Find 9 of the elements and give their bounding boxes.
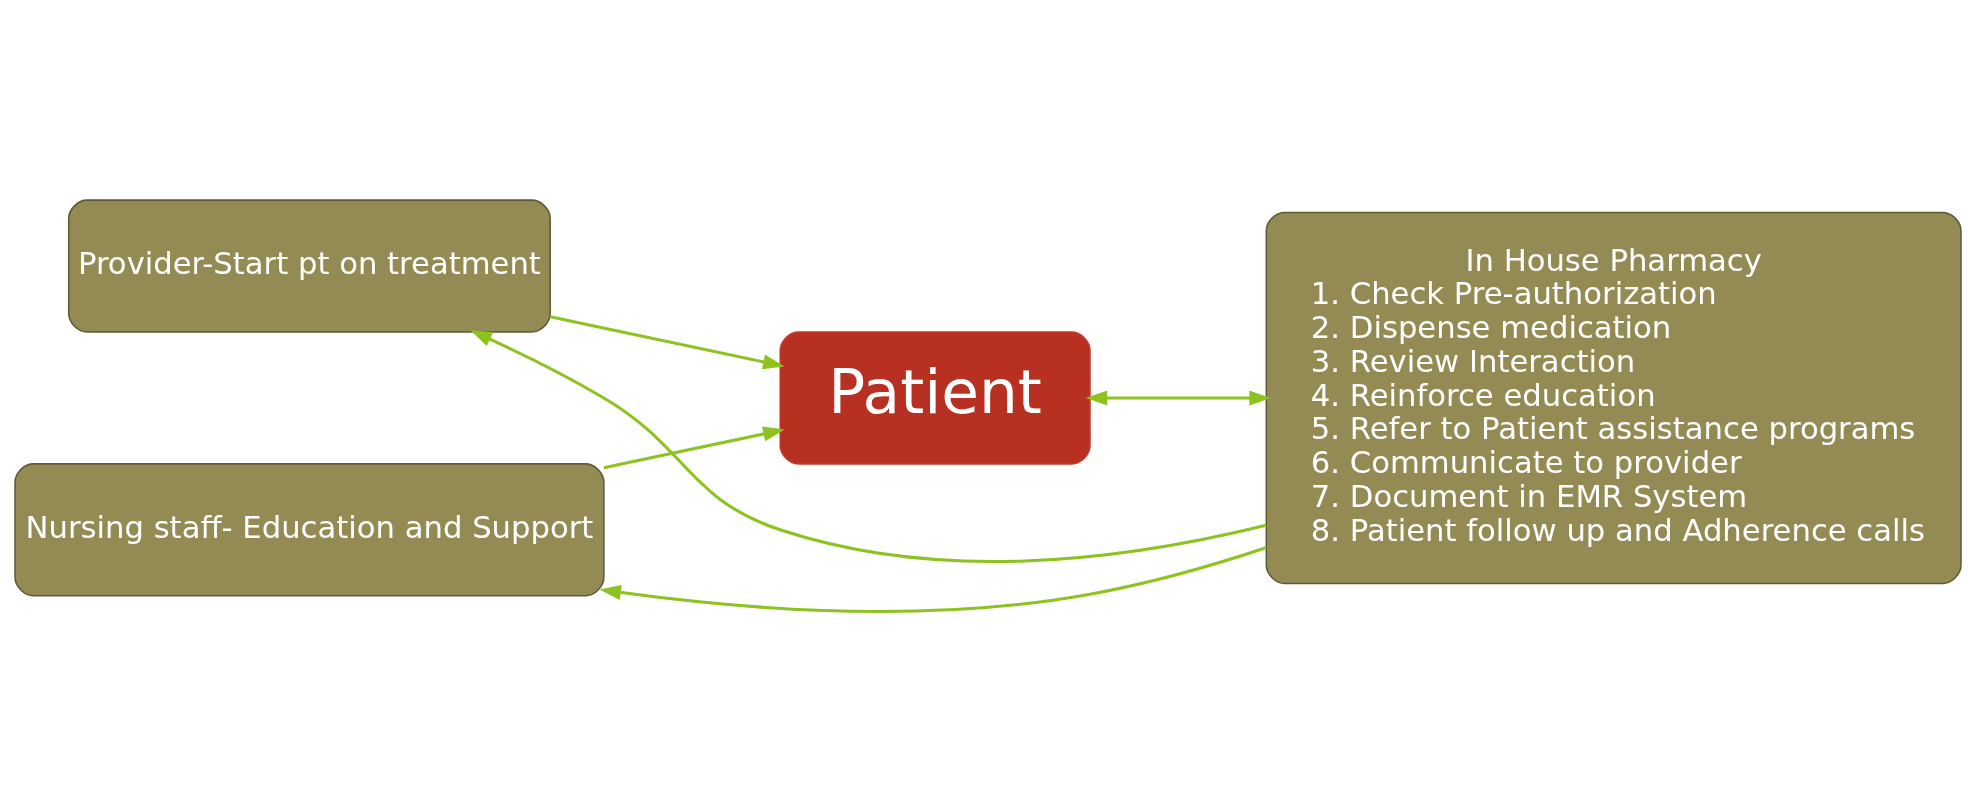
arrow (1085, 389, 1271, 405)
arrow (599, 545, 1267, 613)
arrow (550, 314, 785, 369)
node-box: Patient (779, 330, 1091, 465)
node-box: In House Pharmacy 1. Check Pre-authorization 2. Dispense medication 3. Review Interaction 4. Reinforce education 5. Refer to Patient assistance programs 6. Communicate to provider 7. Document in EMR System 8. Patient follow up and Adherence calls (1265, 211, 1962, 584)
arrow (603, 426, 785, 469)
node-box: Nursing staff- Education and Support (14, 462, 605, 597)
node-box: Provider-Start pt on treatment (67, 198, 551, 333)
arrow (470, 329, 1267, 563)
